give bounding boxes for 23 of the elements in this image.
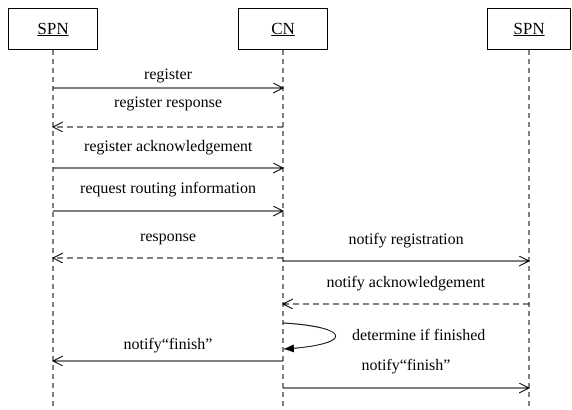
message-label: notify registration: [348, 231, 464, 249]
message-arrow: [52, 122, 284, 132]
message-arrow: [52, 162, 284, 174]
message-label: register: [144, 66, 192, 84]
participant-box: SPN: [8, 8, 98, 50]
message-arrow: [282, 322, 336, 352]
participant-box: CN: [238, 8, 328, 50]
message-label: request routing information: [80, 180, 256, 198]
message-arrow: [52, 356, 284, 366]
message-arrow: [52, 82, 284, 94]
message-arrow: [282, 256, 530, 266]
message-label: notify“finish”: [362, 357, 450, 375]
message-label: notify acknowledgement: [326, 274, 486, 292]
message-arrow: [52, 206, 284, 216]
message-label: register response: [114, 94, 222, 112]
message-arrow: [282, 298, 530, 310]
message-arrow: [282, 382, 530, 394]
message-label: notify“finish”: [124, 336, 212, 354]
message-arrow: [52, 252, 284, 264]
message-label: determine if finished: [352, 327, 486, 345]
participant-box: SPN: [487, 8, 571, 50]
message-label: register acknowledgement: [84, 138, 252, 156]
message-label: response: [140, 228, 196, 246]
